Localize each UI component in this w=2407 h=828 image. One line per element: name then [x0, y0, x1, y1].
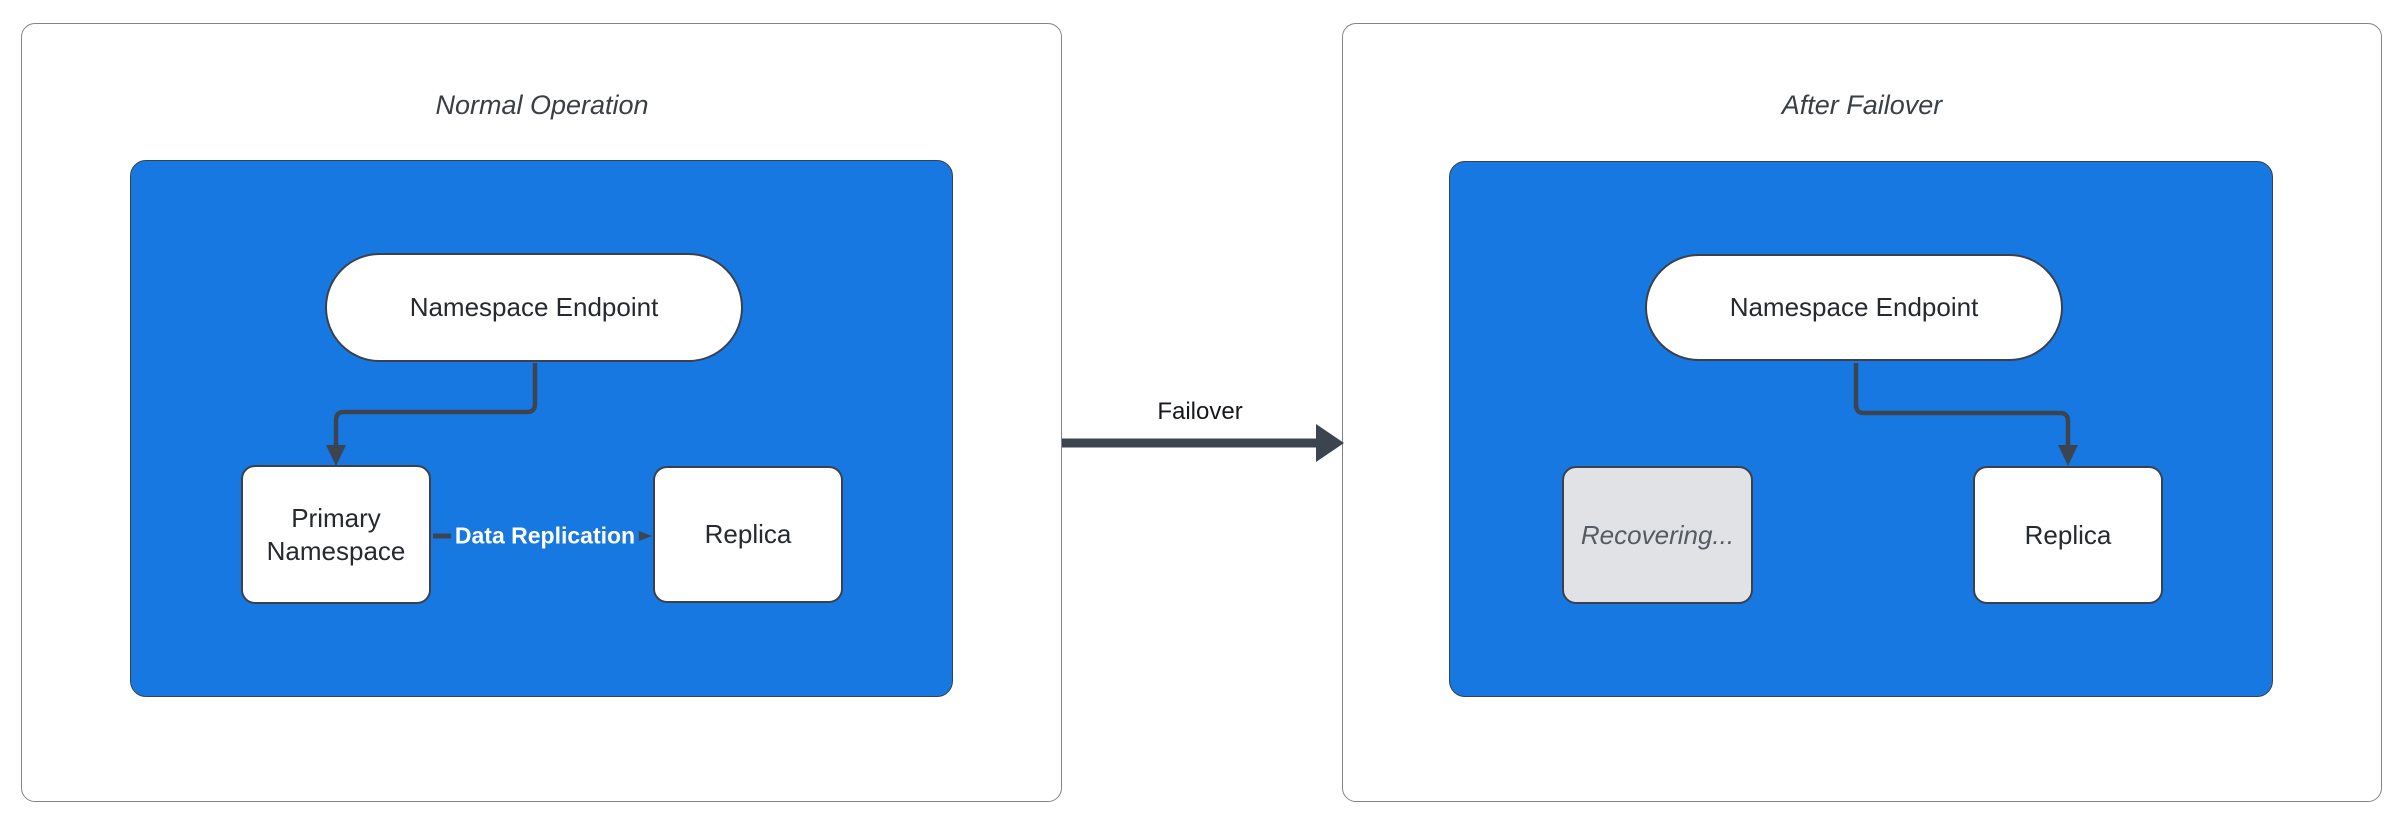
- failover-namespace-endpoint-node: Namespace Endpoint: [1645, 254, 2063, 361]
- data-replication-edge-label: Data Replication: [450, 522, 640, 550]
- recovering-node: Recovering...: [1562, 466, 1753, 604]
- after-failover-title: After Failover: [1781, 90, 1943, 120]
- normal-operation-title: Normal Operation: [435, 90, 649, 120]
- normal-replica-label: Replica: [704, 519, 792, 549]
- normal-replica-node: Replica: [653, 466, 843, 603]
- primary-namespace-label: Primary Namespace: [266, 502, 406, 566]
- normal-namespace-endpoint-label: Namespace Endpoint: [409, 292, 659, 322]
- recovering-label: Recovering...: [1580, 519, 1735, 550]
- normal-namespace-endpoint-node: Namespace Endpoint: [325, 253, 743, 362]
- failover-edge-label: Failover: [1157, 398, 1243, 425]
- failover-arrowhead-icon: [1316, 424, 1344, 462]
- failover-namespace-endpoint-label: Namespace Endpoint: [1729, 292, 1979, 322]
- normal-namespace-container: [130, 160, 953, 697]
- failover-namespace-container: [1449, 161, 2273, 697]
- primary-namespace-node: Primary Namespace: [241, 465, 431, 604]
- failover-replica-label: Replica: [2024, 519, 2112, 550]
- failover-replica-node: Replica: [1973, 466, 2163, 604]
